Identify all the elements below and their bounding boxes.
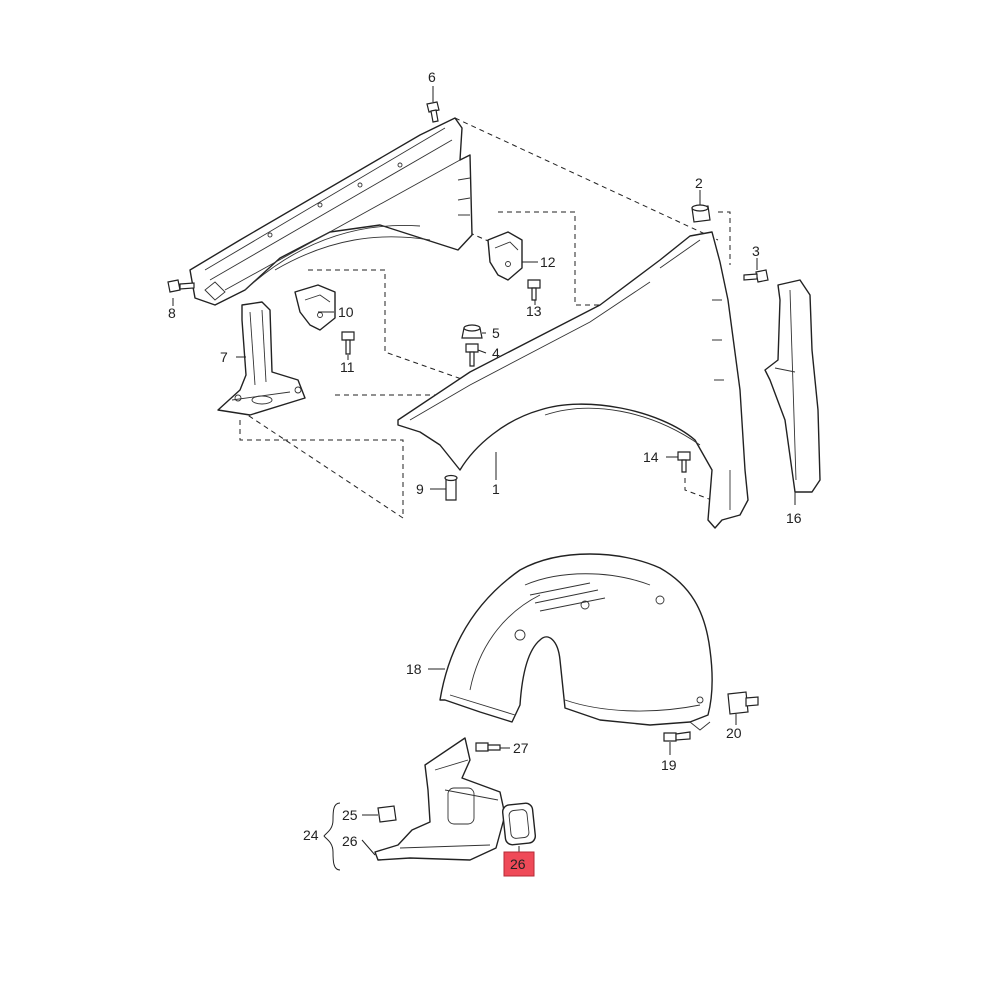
callout-26-highlighted: 26: [510, 856, 526, 872]
callout-6: 6: [428, 69, 436, 85]
fastener-6-bolt: [426, 101, 440, 123]
fastener-14-bolt: [677, 451, 691, 473]
lower-liner: [374, 737, 506, 861]
callout-16: 16: [786, 510, 802, 526]
callout-2: 2: [695, 175, 703, 191]
callout-24: 24: [303, 827, 319, 843]
callout-13: 13: [526, 303, 542, 319]
fastener-13-bolt: [527, 279, 541, 301]
callout-12: 12: [540, 254, 556, 270]
fastener-5-nut: [461, 324, 483, 339]
fastener-20-clip: [727, 691, 759, 715]
callout-19: 19: [661, 757, 677, 773]
callout-labels: 6 2 3 8 7 10 11 12 13 5 4 9 1 14 16 18 2…: [168, 69, 802, 877]
fastener-3-bolt: [743, 269, 769, 283]
fastener-4-bolt: [465, 343, 479, 367]
callout-27: 27: [513, 740, 529, 756]
fastener-27-screw: [475, 742, 501, 752]
fastener-19-screw: [663, 731, 691, 742]
sealing-piece: [764, 279, 821, 493]
callout-20: 20: [726, 725, 742, 741]
callout-14: 14: [643, 449, 659, 465]
seal-ring: [501, 802, 537, 846]
callout-7: 7: [220, 349, 228, 365]
callout-26: 26: [342, 833, 358, 849]
wheel-housing-liner: [439, 553, 713, 731]
callout-4: 4: [492, 345, 500, 361]
callout-5: 5: [492, 325, 500, 341]
bracket-10: [294, 284, 336, 331]
callout-25: 25: [342, 807, 358, 823]
callout-3: 3: [752, 243, 760, 259]
fastener-9-stud: [444, 474, 458, 501]
callout-9: 9: [416, 481, 424, 497]
callout-8: 8: [168, 305, 176, 321]
leader-lines: [172, 86, 796, 871]
fastener-11-bolt: [341, 331, 355, 355]
callout-26-highlight-box: [503, 851, 535, 877]
front-fender: [397, 231, 749, 529]
callout-1: 1: [492, 481, 500, 497]
support-bracket: [217, 301, 306, 416]
callout-10: 10: [338, 304, 354, 320]
callout-18: 18: [406, 661, 422, 677]
bracket-12: [487, 231, 523, 281]
fastener-25-clip: [377, 805, 397, 823]
apron-frame: [189, 117, 473, 306]
callout-11: 11: [340, 359, 355, 375]
fastener-2-grommet: [691, 204, 711, 223]
fastener-8-bolt: [167, 279, 195, 293]
